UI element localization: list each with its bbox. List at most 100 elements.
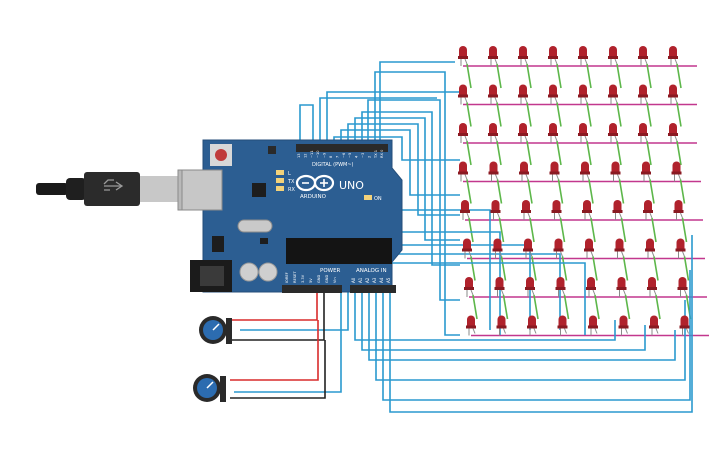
power-wire[interactable] [230,320,319,381]
led[interactable] [668,84,678,105]
column-wire[interactable] [676,63,682,89]
column-wire[interactable] [616,140,622,166]
led[interactable] [586,277,596,297]
led[interactable] [673,200,684,220]
reset-button-cap[interactable] [215,149,227,161]
column-wire[interactable] [466,179,472,204]
led[interactable] [588,315,598,336]
led[interactable] [555,277,566,297]
led[interactable] [649,315,659,336]
signal-wire[interactable] [234,292,342,393]
led[interactable] [610,161,621,182]
led[interactable] [548,84,558,105]
led[interactable] [679,315,690,336]
led[interactable] [553,238,564,259]
column-wire[interactable] [624,294,631,320]
led[interactable] [548,123,558,143]
led[interactable] [638,84,648,105]
column-wire[interactable] [592,256,598,281]
led[interactable] [458,161,468,182]
column-wire[interactable] [496,140,502,166]
led[interactable] [488,46,498,66]
potentiometer-2[interactable] [193,374,226,402]
led[interactable] [582,200,592,220]
column-wire[interactable] [563,294,570,320]
led[interactable] [647,277,657,297]
led[interactable] [668,46,678,66]
led[interactable] [638,46,648,66]
led[interactable] [518,84,528,105]
led[interactable] [580,161,590,182]
led[interactable] [551,200,562,220]
column-wire[interactable] [529,217,535,243]
led[interactable] [527,315,537,336]
ground-wire[interactable] [230,340,326,399]
column-wire[interactable] [470,256,476,281]
column-wire[interactable] [646,63,652,89]
column-wire[interactable] [679,179,686,204]
signal-wire[interactable] [319,97,437,148]
column-wire[interactable] [466,63,472,89]
column-wire[interactable] [526,63,532,89]
column-wire[interactable] [498,217,505,243]
led[interactable] [525,277,535,297]
column-wire[interactable] [526,140,532,166]
led[interactable] [608,123,618,143]
column-wire[interactable] [586,140,592,166]
column-wire[interactable] [557,179,564,204]
signal-wire[interactable] [326,91,460,148]
column-wire[interactable] [651,217,657,243]
led[interactable] [519,161,529,182]
digital-header[interactable] [296,144,388,152]
led[interactable] [645,238,655,259]
column-wire[interactable] [468,217,474,243]
led[interactable] [643,200,653,220]
led[interactable] [458,84,468,105]
led[interactable] [612,200,623,220]
led[interactable] [488,161,499,182]
led[interactable] [490,200,501,220]
potentiometer-1[interactable] [199,316,232,344]
led[interactable] [523,238,533,259]
column-wire[interactable] [676,140,682,166]
power-wire[interactable] [232,292,318,321]
column-wire[interactable] [526,102,532,127]
signal-wire[interactable] [354,117,460,241]
led[interactable] [578,84,588,105]
column-wire[interactable] [466,140,472,166]
led[interactable] [549,161,560,182]
led[interactable] [671,161,682,182]
column-wire[interactable] [616,63,622,89]
signal-wire[interactable] [379,61,455,148]
column-wire[interactable] [502,294,509,320]
led[interactable] [675,238,686,259]
led[interactable] [494,277,505,297]
analog-header[interactable] [350,285,396,293]
signal-wire[interactable] [240,292,349,331]
led[interactable] [677,277,688,297]
arduino-uno-board[interactable]: L TX RX ON ARDUINO UNO DIGITAL (PWM~) PO… [181,139,403,293]
signal-wire[interactable] [340,129,460,196]
led[interactable] [641,161,651,182]
column-wire[interactable] [496,102,502,127]
column-wire[interactable] [620,217,627,243]
column-wire[interactable] [586,63,592,89]
column-wire[interactable] [622,256,629,281]
led[interactable] [557,315,568,336]
column-wire[interactable] [496,179,503,204]
led[interactable] [548,46,558,66]
column-wire[interactable] [618,179,625,204]
led[interactable] [518,123,528,143]
led[interactable] [608,46,618,66]
signal-wire[interactable] [361,292,646,351]
column-wire[interactable] [646,102,652,127]
column-wire[interactable] [681,217,688,243]
column-wire[interactable] [586,102,592,127]
led[interactable] [488,123,498,143]
column-wire[interactable] [496,63,502,89]
column-wire[interactable] [556,63,562,89]
led[interactable] [618,315,629,336]
column-wire[interactable] [556,140,562,166]
led[interactable] [492,238,503,259]
